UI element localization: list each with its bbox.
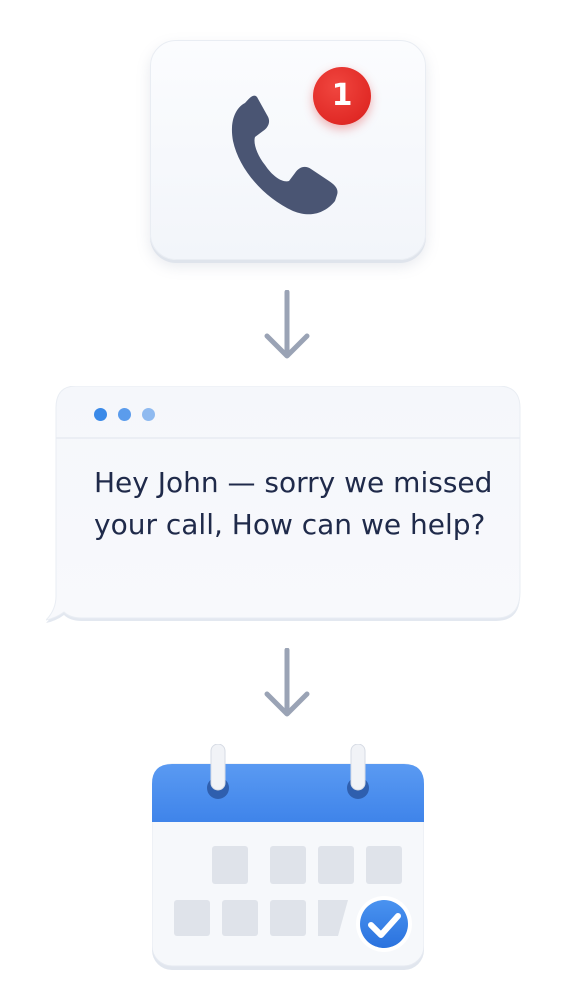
phone-icon (231, 95, 338, 215)
window-dots (94, 408, 155, 421)
message-text: Hey John — sorry we missed your call, Ho… (94, 466, 493, 541)
message-bubble: Hey John — sorry we missed your call, Ho… (46, 386, 521, 623)
calendar-icon (152, 744, 424, 970)
bubble-shape (46, 386, 521, 623)
dot (142, 408, 155, 421)
notification-badge: 1 (313, 67, 371, 125)
missed-call-tile: 1 (150, 40, 426, 260)
dot (94, 408, 107, 421)
dot (118, 408, 131, 421)
arrow-down-icon (264, 290, 310, 359)
arrow-down-icon (264, 648, 310, 717)
